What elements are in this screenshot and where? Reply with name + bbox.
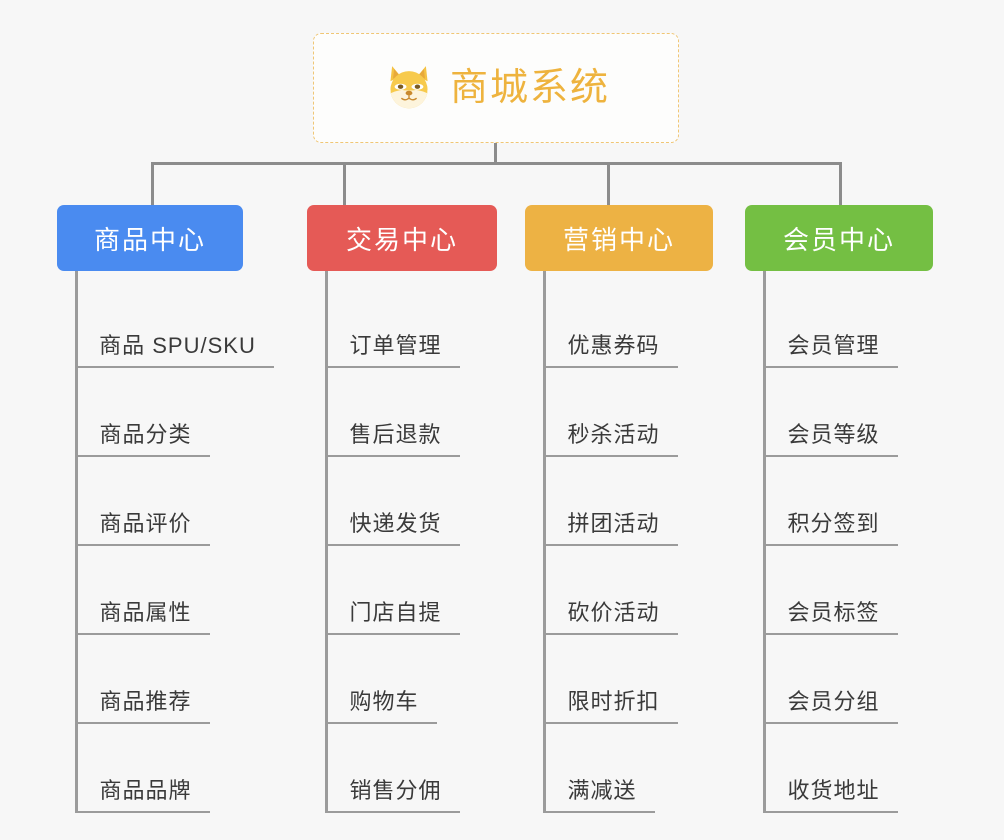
column-product-center: 商品中心 商品 SPU/SKU 商品分类 商品评价 商品属性 商品推荐 商品品牌 [57,205,297,813]
connector-drop-3 [607,162,610,205]
leaf-label: 商品品牌 [99,778,192,803]
leaf-item[interactable]: 售后退款 [325,368,460,457]
leaf-label: 购物车 [349,689,419,714]
leaf-item[interactable]: 秒杀活动 [543,368,678,457]
leaf-item[interactable]: 订单管理 [325,279,460,368]
leaf-list-member-center: 会员管理 会员等级 积分签到 会员标签 会员分组 收货地址 [745,271,985,813]
leaf-item[interactable]: 商品属性 [75,546,210,635]
column-spine [75,271,78,813]
leaf-label: 售后退款 [349,422,442,447]
leaf-label: 砍价活动 [567,600,660,625]
leaf-item[interactable]: 收货地址 [763,724,898,813]
leaf-label: 商品 SPU/SKU [99,333,256,358]
leaf-list-marketing-center: 优惠券码 秒杀活动 拼团活动 砍价活动 限时折扣 满减送 [525,271,765,813]
leaf-item[interactable]: 商品 SPU/SKU [75,279,274,368]
leaf-label: 门店自提 [349,600,442,625]
leaf-item[interactable]: 购物车 [325,635,437,724]
root-node[interactable]: 商城系统 [313,33,679,143]
leaf-item[interactable]: 会员管理 [763,279,898,368]
category-label: 商品中心 [93,224,206,255]
leaf-item[interactable]: 优惠券码 [543,279,678,368]
leaf-item[interactable]: 限时折扣 [543,635,678,724]
connector-bus [151,162,842,165]
leaf-label: 限时折扣 [567,689,660,714]
leaf-label: 快递发货 [349,511,442,536]
column-spine [763,271,766,813]
leaf-label: 会员标签 [787,600,880,625]
column-trade-center: 交易中心 订单管理 售后退款 快递发货 门店自提 购物车 销售分佣 [307,205,547,813]
leaf-item[interactable]: 商品分类 [75,368,210,457]
leaf-item[interactable]: 砍价活动 [543,546,678,635]
leaf-label: 会员管理 [787,333,880,358]
leaf-label: 商品推荐 [99,689,192,714]
leaf-list-product-center: 商品 SPU/SKU 商品分类 商品评价 商品属性 商品推荐 商品品牌 [57,271,297,813]
leaf-label: 销售分佣 [349,778,442,803]
leaf-item[interactable]: 满减送 [543,724,655,813]
leaf-item[interactable]: 商品评价 [75,457,210,546]
connector-drop-4 [839,162,842,205]
leaf-label: 商品分类 [99,422,192,447]
leaf-item[interactable]: 销售分佣 [325,724,460,813]
category-label: 交易中心 [345,224,458,255]
leaf-label: 会员分组 [787,689,880,714]
category-header-trade-center[interactable]: 交易中心 [307,205,497,271]
leaf-item[interactable]: 会员分组 [763,635,898,724]
root-title: 商城系统 [449,67,610,109]
category-label: 营销中心 [562,224,675,255]
connector-drop-1 [151,162,154,205]
connector-root-stem [494,143,497,165]
shiba-dog-icon [390,66,428,109]
leaf-item[interactable]: 商品品牌 [75,724,210,813]
leaf-item[interactable]: 商品推荐 [75,635,210,724]
leaf-item[interactable]: 会员等级 [763,368,898,457]
leaf-item[interactable]: 会员标签 [763,546,898,635]
connector-drop-2 [343,162,346,205]
column-spine [543,271,546,813]
leaf-label: 秒杀活动 [567,422,660,447]
leaf-label: 积分签到 [787,511,880,536]
leaf-list-trade-center: 订单管理 售后退款 快递发货 门店自提 购物车 销售分佣 [307,271,547,813]
leaf-item[interactable]: 门店自提 [325,546,460,635]
leaf-label: 收货地址 [787,778,880,803]
column-member-center: 会员中心 会员管理 会员等级 积分签到 会员标签 会员分组 收货地址 [745,205,985,813]
category-header-member-center[interactable]: 会员中心 [745,205,933,271]
leaf-label: 满减送 [567,778,637,803]
category-header-marketing-center[interactable]: 营销中心 [525,205,713,271]
leaf-label: 商品评价 [99,511,192,536]
leaf-label: 商品属性 [99,600,192,625]
category-header-product-center[interactable]: 商品中心 [57,205,243,271]
category-label: 会员中心 [782,224,895,255]
leaf-label: 会员等级 [787,422,880,447]
leaf-item[interactable]: 积分签到 [763,457,898,546]
leaf-item[interactable]: 拼团活动 [543,457,678,546]
leaf-label: 拼团活动 [567,511,660,536]
column-spine [325,271,328,813]
leaf-item[interactable]: 快递发货 [325,457,460,546]
column-marketing-center: 营销中心 优惠券码 秒杀活动 拼团活动 砍价活动 限时折扣 满减送 [525,205,765,813]
leaf-label: 订单管理 [349,333,442,358]
leaf-label: 优惠券码 [567,333,660,358]
